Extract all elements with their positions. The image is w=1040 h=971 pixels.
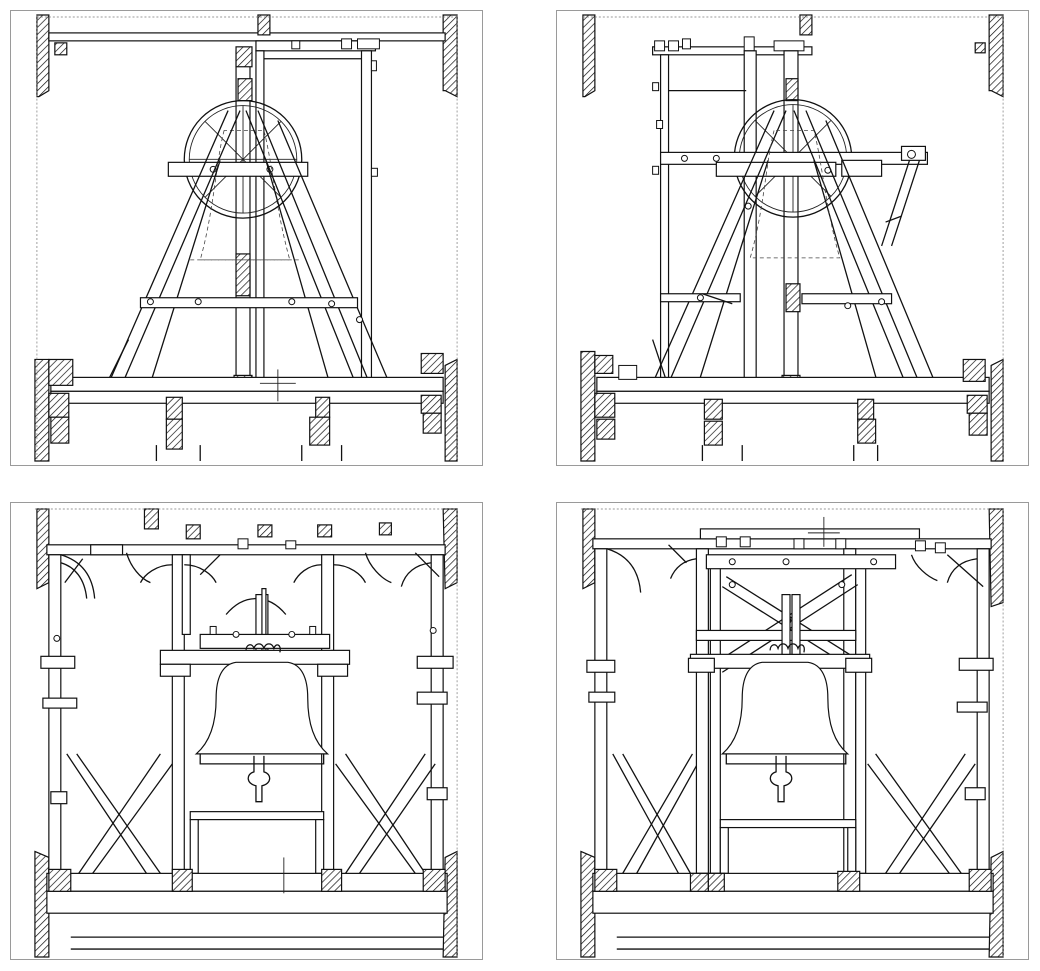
panel-frame-side-wheel-braced-view: [556, 10, 1029, 466]
left-wall: [36, 14, 50, 98]
clapper: [769, 755, 793, 803]
mid-rail: [139, 297, 359, 309]
cross-braces: [66, 753, 436, 874]
bracket-mid-left: [139, 564, 173, 583]
clapper: [247, 755, 271, 803]
bell-wheel: [183, 99, 303, 219]
frame-side-wheel-braced-drawing: [580, 14, 1004, 462]
bell-crown: [245, 643, 281, 653]
panel-bell-front-view: [10, 502, 483, 960]
right-wall: [442, 14, 458, 98]
bell: [720, 661, 850, 755]
left-wall-lower: [34, 358, 50, 462]
panel-bell-front-crossbraced-view: [556, 502, 1029, 960]
bell-front-drawing: [34, 508, 458, 958]
panel-frame-side-wheel-view: [10, 10, 483, 466]
bell-front-crossbraced-drawing: [580, 508, 1004, 958]
headstock: [167, 161, 309, 177]
right-wall-lower: [444, 358, 458, 462]
bell: [194, 661, 330, 755]
bell-outline: [199, 130, 291, 261]
top-beam: [48, 32, 446, 42]
a-frame: [108, 110, 390, 384]
base-sill: [50, 376, 444, 392]
frame-side-wheel-drawing: [34, 14, 458, 462]
bracket-left: [60, 554, 96, 599]
